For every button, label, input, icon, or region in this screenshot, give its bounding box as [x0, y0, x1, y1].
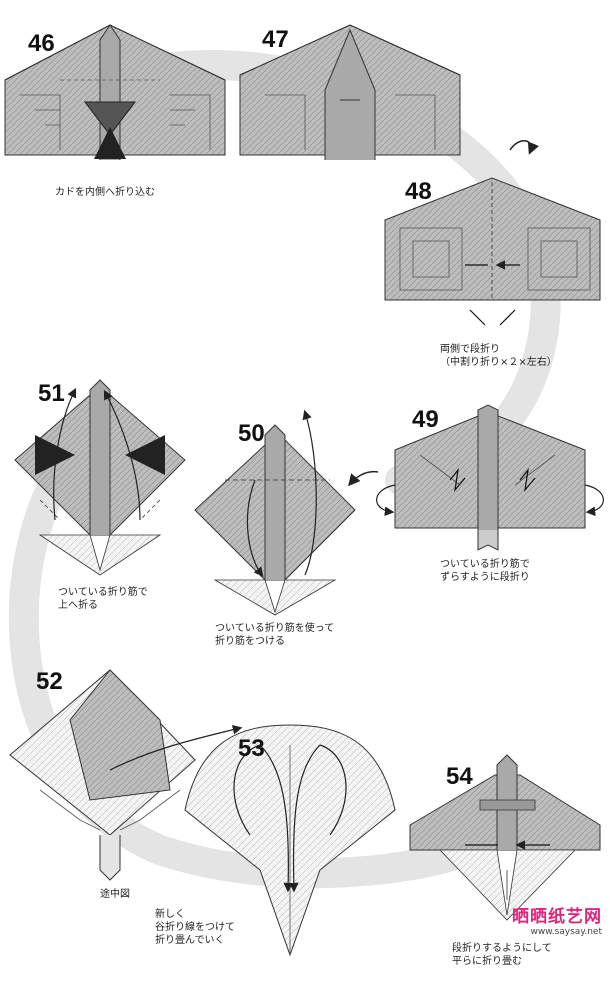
step-47-figure	[239, 24, 461, 160]
step-54-figure	[409, 754, 601, 921]
step-50-caption: ついている折り筋を使って 折り筋をつける	[215, 623, 335, 647]
step-46-caption: カドを内側へ折り込む	[55, 187, 155, 198]
step-number-50: 50	[238, 420, 265, 447]
step-number-51: 51	[38, 380, 65, 407]
turn-over-icon	[509, 140, 539, 155]
step-number-53: 53	[238, 735, 265, 762]
step-54-caption: 段折りするようにして 平らに折り畳む	[452, 943, 552, 967]
step-number-47: 47	[262, 26, 289, 53]
step-number-46: 46	[28, 30, 55, 57]
step-49-figure	[348, 404, 604, 551]
step-number-52: 52	[36, 668, 63, 695]
step-53-figure	[184, 724, 396, 957]
watermark-title: 晒晒纸艺网	[512, 907, 602, 927]
step-number-49: 49	[412, 406, 439, 433]
step-49-caption: ついている折り筋で ずらすように段折り	[440, 559, 530, 583]
step-51-figure	[14, 379, 186, 576]
step-52-figure	[9, 669, 243, 881]
step-46-figure	[4, 24, 226, 160]
step-50-figure	[194, 409, 356, 616]
step-53-caption: 新しく 谷折り線をつけて 折り畳んでいく	[155, 909, 235, 946]
step-48-caption: 両側で段折り （中割り折り×２×左右）	[440, 344, 557, 368]
step-51-caption: ついている折り筋で 上へ折る	[58, 587, 148, 611]
step-number-54: 54	[446, 763, 473, 790]
step-number-48: 48	[405, 178, 432, 205]
watermark-url[interactable]: www.saysay.net	[530, 927, 602, 937]
step-52-caption: 途中図	[100, 889, 130, 900]
step-48-figure	[384, 140, 601, 326]
watermark: 晒晒纸艺网 www.saysay.net	[512, 902, 602, 937]
